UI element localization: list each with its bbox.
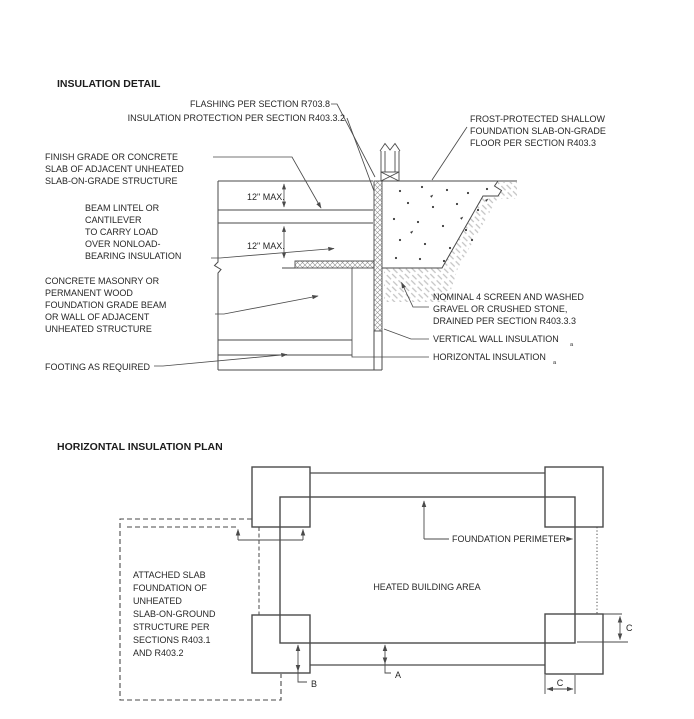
attached-line-7: AND R403.2 <box>133 648 184 658</box>
gravel-line-3: DRAINED PER SECTION R403.3.3 <box>433 316 576 326</box>
gravel-label: NOMINAL 4 SCREEN AND WASHED GRAVEL OR CR… <box>433 292 584 326</box>
masonry-label: CONCRETE MASONRY OR PERMANENT WOOD FOUND… <box>45 276 166 334</box>
beam-line-5: BEARING INSULATION <box>85 251 181 261</box>
frost-line-3: FLOOR PER SECTION R403.3 <box>470 138 596 148</box>
attached-line-2: FOUNDATION OF <box>133 583 207 593</box>
dimension-c-right <box>577 613 628 643</box>
attached-slab-dashed-outline <box>119 518 282 701</box>
frost-line-2: FOUNDATION SLAB-ON-GRADE <box>470 126 606 136</box>
concrete-stipple <box>392 185 489 263</box>
leader-lines <box>154 103 468 367</box>
beam-line-2: CANTILEVER <box>85 215 142 225</box>
beam-lintel-label: BEAM LINTEL OR CANTILEVER TO CARRY LOAD … <box>85 203 181 261</box>
horizontal-insulation-label: HORIZONTAL INSULATION <box>433 352 546 362</box>
topleft-bracket-dimension <box>235 528 306 541</box>
masonry-line-2: PERMANENT WOOD <box>45 288 133 298</box>
finish-grade-line-2: SLAB OF ADJACENT UNHEATED <box>45 164 184 174</box>
heated-area-label: HEATED BUILDING AREA <box>373 582 480 592</box>
vertical-insulation-label: VERTICAL WALL INSULATION <box>433 334 559 344</box>
gravel-line-2: GRAVEL OR CRUSHED STONE, <box>433 304 567 314</box>
vertical-insulation-strip <box>373 180 383 332</box>
foundation-perimeter-leaders <box>421 500 574 542</box>
dim-c-bottom-label: C <box>557 678 564 688</box>
foundation-perimeter-rect <box>279 496 576 644</box>
dimension-c-bottom <box>544 675 576 694</box>
finish-grade-line-3: SLAB-ON-GRADE STRUCTURE <box>45 176 178 186</box>
beam-line-4: OVER NONLOAD- <box>85 239 161 249</box>
section-detail-drawing <box>154 103 517 371</box>
attached-slab-label: ATTACHED SLAB FOUNDATION OF UNHEATED SLA… <box>133 570 216 658</box>
masonry-line-4: OR WALL OF ADJACENT <box>45 312 150 322</box>
attached-line-4: SLAB-ON-GROUND <box>133 609 216 619</box>
dim-c-right-label: C <box>626 623 633 633</box>
frost-line-1: FROST-PROTECTED SHALLOW <box>470 114 606 124</box>
frost-protected-label: FROST-PROTECTED SHALLOW FOUNDATION SLAB-… <box>470 114 606 148</box>
insulation-band-edges <box>258 472 598 666</box>
dim-12max-lower: 12" MAX. <box>247 241 285 251</box>
dim-12max-upper: 12" MAX. <box>247 192 285 202</box>
attached-line-1: ATTACHED SLAB <box>133 570 206 580</box>
attached-line-5: STRUCTURE PER <box>133 622 210 632</box>
finish-grade-line-1: FINISH GRADE OR CONCRETE <box>45 152 178 162</box>
corner-blocks <box>251 466 604 675</box>
plan-title: HORIZONTAL INSULATION PLAN <box>57 441 223 453</box>
unheated-wall-lines <box>213 180 383 371</box>
flashing-label: FLASHING PER SECTION R703.8 <box>190 99 330 109</box>
dim-a-label: A <box>395 670 401 680</box>
finish-grade-label: FINISH GRADE OR CONCRETE SLAB OF ADJACEN… <box>45 152 184 186</box>
masonry-line-3: FOUNDATION GRADE BEAM <box>45 300 166 310</box>
insulation-protection-label: INSULATION PROTECTION PER SECTION R403.3… <box>128 113 345 123</box>
dimension-a <box>382 644 391 674</box>
masonry-line-1: CONCRETE MASONRY OR <box>45 276 160 286</box>
foundation-perimeter-label: FOUNDATION PERIMETER <box>452 534 566 544</box>
footing-label: FOOTING AS REQUIRED <box>45 362 151 372</box>
gravel-hatch <box>384 182 517 302</box>
slab-outline <box>382 180 517 269</box>
gravel-line-1: NOMINAL 4 SCREEN AND WASHED <box>433 292 584 302</box>
horizontal-insulation-strip <box>294 260 375 269</box>
beam-line-1: BEAM LINTEL OR <box>85 203 160 213</box>
attached-line-6: SECTIONS R403.1 <box>133 635 211 645</box>
vertical-insulation-footnote: a <box>570 342 574 348</box>
beam-line-3: TO CARRY LOAD <box>85 227 159 237</box>
dimension-b <box>295 644 307 683</box>
attached-line-3: UNHEATED <box>133 596 182 606</box>
stud-wall <box>379 142 401 182</box>
detail-title: INSULATION DETAIL <box>57 78 161 90</box>
masonry-line-5: UNHEATED STRUCTURE <box>45 324 152 334</box>
plan-drawing <box>119 466 628 701</box>
horizontal-insulation-footnote: a <box>553 360 557 366</box>
dim-b-label: B <box>311 679 317 689</box>
